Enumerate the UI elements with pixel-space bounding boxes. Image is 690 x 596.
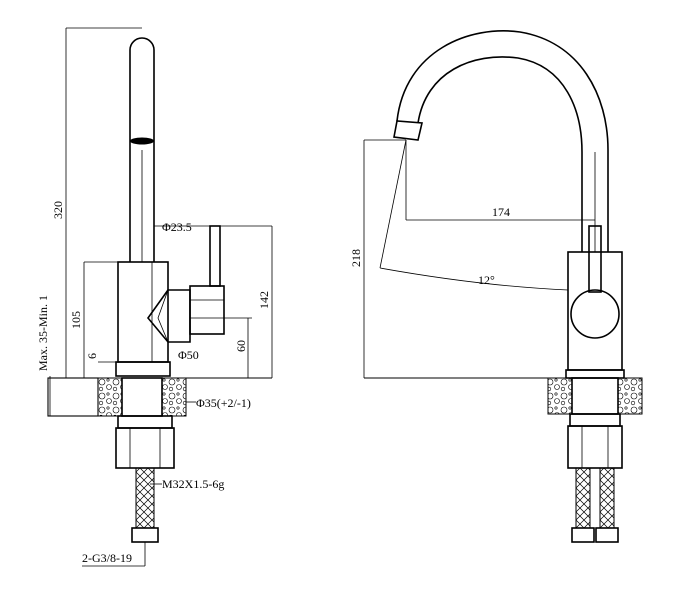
angle-ray xyxy=(379,139,407,269)
front-shank xyxy=(571,377,619,415)
label-60: 60 xyxy=(234,340,248,352)
front-nut xyxy=(569,413,621,427)
side-aerator xyxy=(130,137,154,145)
label-218: 218 xyxy=(349,249,363,267)
front-handle-lever xyxy=(588,225,602,293)
label-deck: Max. 35-Min. 1 xyxy=(36,295,50,371)
label-hole-dia: Φ35(+2/-1) xyxy=(196,396,251,410)
side-view: 320 Φ23.5 105 142 60 6 Φ50 Max. 35-Min. … xyxy=(36,27,273,567)
label-174: 174 xyxy=(492,205,510,219)
side-nut xyxy=(117,415,173,429)
side-stone-right xyxy=(161,377,187,417)
side-shank xyxy=(121,377,163,417)
front-hose-left xyxy=(575,467,591,529)
side-base-ring xyxy=(115,361,171,377)
front-base-ring xyxy=(565,369,625,379)
label-105: 105 xyxy=(69,311,83,329)
front-hose-right xyxy=(599,467,615,529)
side-handle-lever xyxy=(209,225,221,287)
front-stone-right xyxy=(617,377,643,415)
side-deck xyxy=(47,377,99,417)
label-hose: 2-G3/8-19 xyxy=(82,551,132,565)
front-spout-inner xyxy=(417,56,583,252)
label-6: 6 xyxy=(85,353,99,359)
front-stone-left xyxy=(547,377,573,415)
front-spout-tip xyxy=(393,120,423,141)
side-handle-base xyxy=(189,285,225,335)
label-142: 142 xyxy=(257,291,271,309)
side-stone-left xyxy=(97,377,123,417)
label-320: 320 xyxy=(51,201,65,219)
angle-arc xyxy=(379,267,569,291)
front-spout-outer xyxy=(396,30,609,252)
label-angle: 12° xyxy=(478,273,495,287)
front-body xyxy=(567,251,623,371)
label-spout-dia: Φ23.5 xyxy=(162,220,192,234)
label-base-dia: Φ50 xyxy=(178,348,199,362)
front-view: 174 218 12° xyxy=(349,30,643,543)
side-cartridge xyxy=(146,289,191,343)
label-thread: M32X1.5-6g xyxy=(162,477,224,491)
front-handle-knob xyxy=(570,289,620,339)
side-spout-tube xyxy=(129,37,155,262)
side-hose-end xyxy=(131,527,159,543)
side-hose xyxy=(135,467,155,529)
